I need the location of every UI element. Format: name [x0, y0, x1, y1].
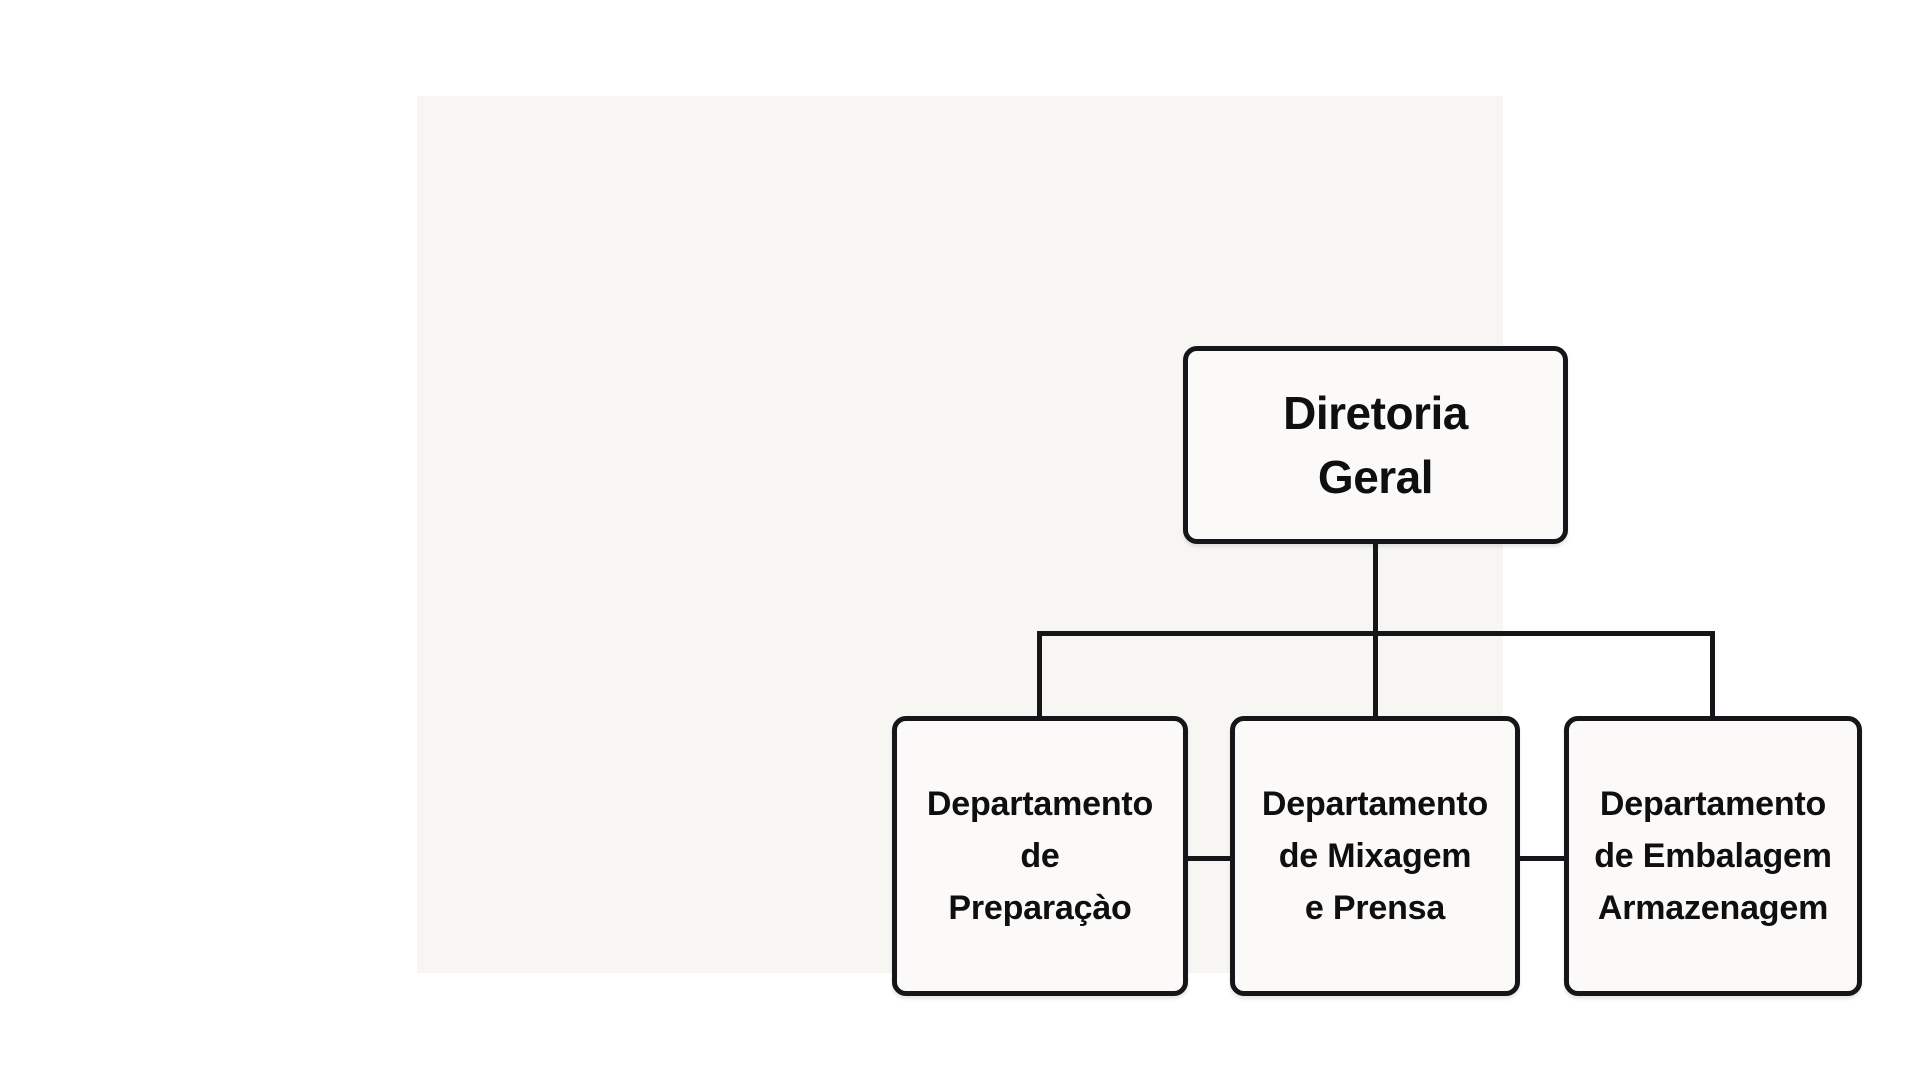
- node-diretoria-geral: Diretoria Geral: [1183, 346, 1568, 544]
- node-departamento-de-mixagem-e-prensa: Departamento de Mixagem e Prensa: [1230, 716, 1520, 996]
- connector-drop-right: [1710, 631, 1715, 720]
- node-departamento-de-mixagem-e-prensa-label: Departamento de Mixagem e Prensa: [1261, 785, 1489, 927]
- connector-drop-left: [1037, 631, 1042, 720]
- connector-horizontal-bus: [1037, 631, 1715, 636]
- node-departamento-de-embalagem-armazenagem: Departamento de Embalagem Armazenagem: [1564, 716, 1862, 996]
- connector-root-stem: [1373, 540, 1378, 720]
- node-diretoria-geral-label: Diretoria Geral: [1283, 387, 1468, 503]
- connector-between-box1-box2: [1185, 856, 1233, 861]
- node-departamento-de-preparacao-label: Departamento de Preparaçào: [926, 785, 1154, 927]
- diagram-canvas: Diretoria Geral Departamento de Preparaç…: [417, 96, 1862, 996]
- connector-between-box2-box3: [1517, 856, 1567, 861]
- node-departamento-de-embalagem-armazenagem-label: Departamento de Embalagem Armazenagem: [1594, 785, 1832, 927]
- node-departamento-de-preparacao: Departamento de Preparaçào: [892, 716, 1188, 996]
